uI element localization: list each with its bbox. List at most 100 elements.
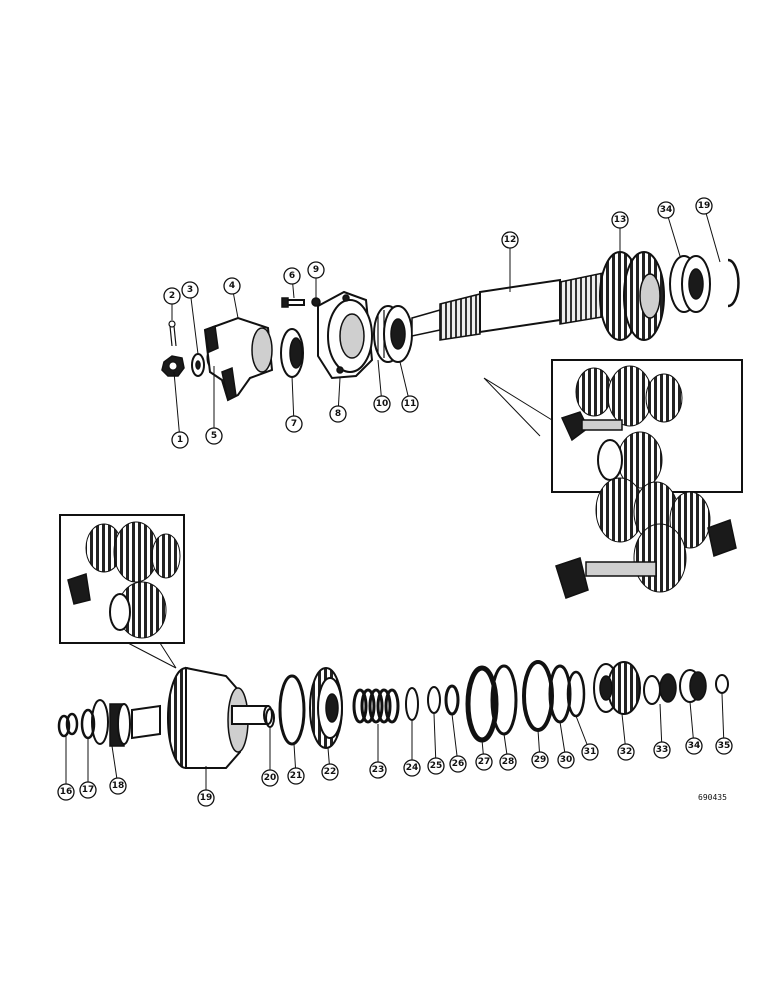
callout-number: 26 — [452, 759, 465, 769]
assembled-view-upper — [483, 359, 743, 599]
part-rings-33 — [643, 673, 677, 705]
callout-34: 34 — [685, 737, 703, 755]
callout-number: 5 — [211, 431, 217, 441]
part-bearing-upper — [373, 305, 413, 363]
part-bolt — [281, 297, 305, 308]
part-input-shaft — [411, 271, 609, 341]
part-spring — [352, 688, 400, 724]
callout-6: 6 — [283, 267, 301, 285]
callout-balloon — [695, 197, 713, 215]
callout-balloon — [617, 743, 635, 761]
callout-number: 13 — [614, 215, 627, 225]
callout-number: 8 — [335, 409, 341, 419]
callout-number: 4 — [229, 281, 235, 291]
part-cotter-pin — [168, 320, 177, 347]
callout-balloon — [611, 211, 629, 229]
callout-34: 34 — [657, 201, 675, 219]
callout-balloon — [581, 743, 599, 761]
callout-balloon — [401, 395, 419, 413]
callout-8: 8 — [329, 405, 347, 423]
callout-number: 24 — [406, 763, 419, 773]
callout-balloon — [557, 751, 575, 769]
callout-balloon — [109, 777, 127, 795]
callout-balloon — [261, 769, 279, 787]
callout-number: 21 — [290, 771, 303, 781]
part-snap-ring-upper — [727, 258, 740, 308]
callout-balloon — [329, 405, 347, 423]
part-drive-gear — [599, 251, 665, 341]
callout-4: 4 — [223, 277, 241, 295]
callout-number: 11 — [404, 399, 417, 409]
callout-number: 31 — [584, 747, 597, 757]
callout-number: 34 — [688, 741, 701, 751]
callout-balloon — [79, 781, 97, 799]
callout-number: 3 — [187, 285, 193, 295]
callout-1: 1 — [171, 431, 189, 449]
callout-number: 34 — [660, 205, 673, 215]
callout-number: 35 — [718, 741, 731, 751]
callout-balloon — [307, 261, 325, 279]
callout-35: 35 — [715, 737, 733, 755]
callout-balloon — [715, 737, 733, 755]
part-retainer — [317, 290, 374, 380]
callout-3: 3 — [181, 281, 199, 299]
callout-32: 32 — [617, 743, 635, 761]
callout-33: 33 — [653, 741, 671, 759]
callout-19: 19 — [695, 197, 713, 215]
callout-balloon — [57, 783, 75, 801]
callout-30: 30 — [557, 751, 575, 769]
upper-assembly — [161, 251, 740, 402]
callout-number: 19 — [698, 201, 711, 211]
callout-number: 28 — [502, 757, 515, 767]
callout-balloon — [427, 757, 445, 775]
callout-number: 2 — [169, 291, 175, 301]
callout-25: 25 — [427, 757, 445, 775]
callout-7: 7 — [285, 415, 303, 433]
part-washer-25 — [427, 686, 441, 714]
callout-18: 18 — [109, 777, 127, 795]
callout-number: 16 — [60, 787, 73, 797]
callout-number: 9 — [313, 265, 319, 275]
part-bearing-18 — [91, 699, 131, 747]
callout-10: 10 — [373, 395, 391, 413]
callout-balloon — [197, 789, 215, 807]
leader-line — [433, 713, 437, 767]
assembled-view-lower — [59, 514, 185, 669]
part-ring-21 — [278, 674, 306, 746]
callout-23: 23 — [369, 761, 387, 779]
callout-balloon — [223, 277, 241, 295]
callout-balloon — [501, 231, 519, 249]
callout-balloon — [287, 767, 305, 785]
callout-26: 26 — [449, 755, 467, 773]
callout-balloon — [685, 737, 703, 755]
callout-number: 22 — [324, 767, 337, 777]
callout-number: 1 — [177, 435, 183, 445]
callout-number: 7 — [291, 419, 297, 429]
callout-number: 19 — [200, 793, 213, 803]
part-nut — [161, 355, 185, 377]
callout-balloon — [531, 751, 549, 769]
callout-9: 9 — [307, 261, 325, 279]
part-disc-29 — [522, 660, 554, 732]
callout-number: 23 — [372, 765, 385, 775]
callout-13: 13 — [611, 211, 629, 229]
part-snap-ring-20 — [265, 708, 275, 728]
part-washer-24 — [405, 687, 419, 721]
callout-number: 32 — [620, 747, 633, 757]
callout-21: 21 — [287, 767, 305, 785]
callout-5: 5 — [205, 427, 223, 445]
part-gear-32 — [593, 661, 641, 715]
callout-number: 18 — [112, 781, 125, 791]
callout-2: 2 — [163, 287, 181, 305]
part-seal — [280, 328, 304, 378]
callout-balloon — [181, 281, 199, 299]
callout-19: 19 — [197, 789, 215, 807]
leader-line — [189, 289, 199, 355]
leader-line — [703, 205, 721, 263]
callout-balloon — [205, 427, 223, 445]
callout-16: 16 — [57, 783, 75, 801]
leader-line — [173, 371, 181, 441]
